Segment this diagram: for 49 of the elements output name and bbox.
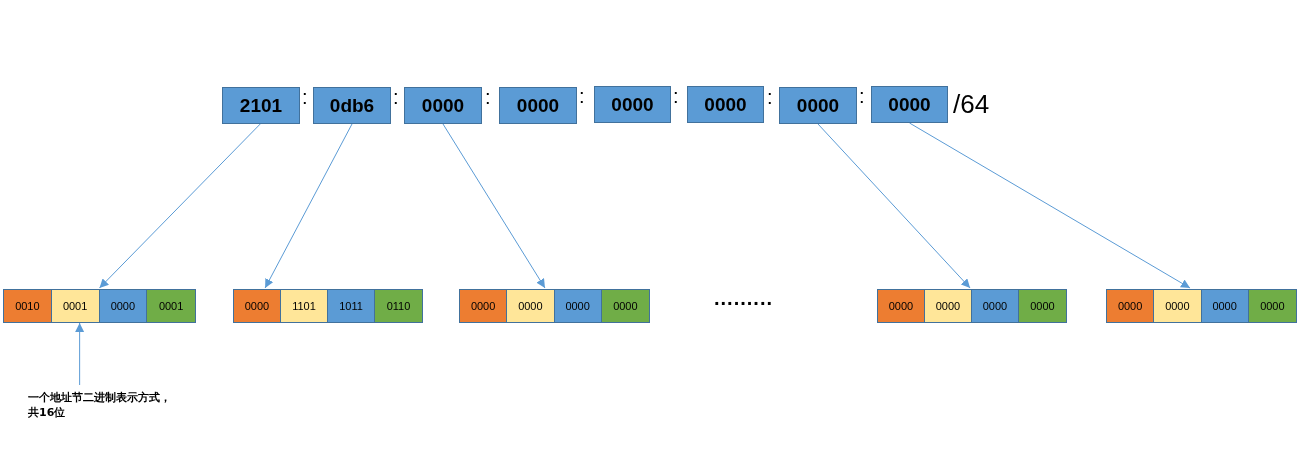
bit-cell: 0000	[1154, 290, 1202, 322]
bit-cell: 0000	[507, 290, 555, 322]
bit-cell: 0000	[601, 290, 649, 322]
bit-cell: 0000	[554, 290, 602, 322]
hex-box: 0000	[779, 87, 857, 124]
bit-cell: 1011	[328, 290, 375, 322]
separator: :	[393, 86, 399, 109]
arrow	[909, 122, 1191, 289]
bit-cell: 0000	[460, 290, 508, 322]
note-text: 一个地址节二进制表示方式，共16位	[28, 390, 180, 420]
separator: :	[859, 85, 865, 108]
arrow	[99, 123, 261, 289]
separator: :	[767, 86, 773, 109]
prefix-length: /64	[953, 89, 990, 120]
bit-cell: 0000	[878, 290, 925, 322]
arrow	[442, 123, 546, 289]
bit-cell: 0000	[925, 290, 972, 322]
separator: :	[485, 86, 491, 109]
ellipsis: .........	[714, 287, 773, 310]
hex-box: 0000	[404, 87, 482, 124]
bit-cell: 0001	[51, 290, 100, 322]
bit-cell: 0110	[375, 290, 422, 322]
arrow	[264, 123, 353, 289]
hex-box: 2101	[222, 87, 300, 124]
bit-bar	[459, 289, 650, 323]
bit-cell: 1101	[281, 290, 328, 322]
hex-box: 0000	[871, 86, 948, 123]
separator: :	[302, 86, 308, 109]
bit-cell: 0000	[972, 290, 1019, 322]
bit-bar	[3, 289, 196, 323]
bit-cell: 0001	[147, 290, 195, 322]
hex-box: 0000	[499, 87, 577, 124]
bit-cell: 0000	[234, 290, 281, 322]
bit-bar	[877, 289, 1067, 323]
bit-cell: 0010	[4, 290, 52, 322]
bit-cell: 0000	[1248, 290, 1296, 322]
bit-cell: 0000	[1019, 290, 1066, 322]
pointer-arrow	[75, 322, 85, 386]
hex-box: 0000	[594, 86, 671, 123]
arrow	[817, 123, 971, 289]
bit-bar	[1106, 289, 1297, 323]
separator: :	[673, 85, 679, 108]
bit-cell: 0000	[1107, 290, 1155, 322]
hex-box: 0db6	[313, 87, 391, 124]
bit-bar	[233, 289, 423, 323]
separator: :	[579, 85, 585, 108]
bit-cell: 0000	[99, 290, 148, 322]
bit-cell: 0000	[1201, 290, 1249, 322]
hex-box: 0000	[687, 86, 764, 123]
